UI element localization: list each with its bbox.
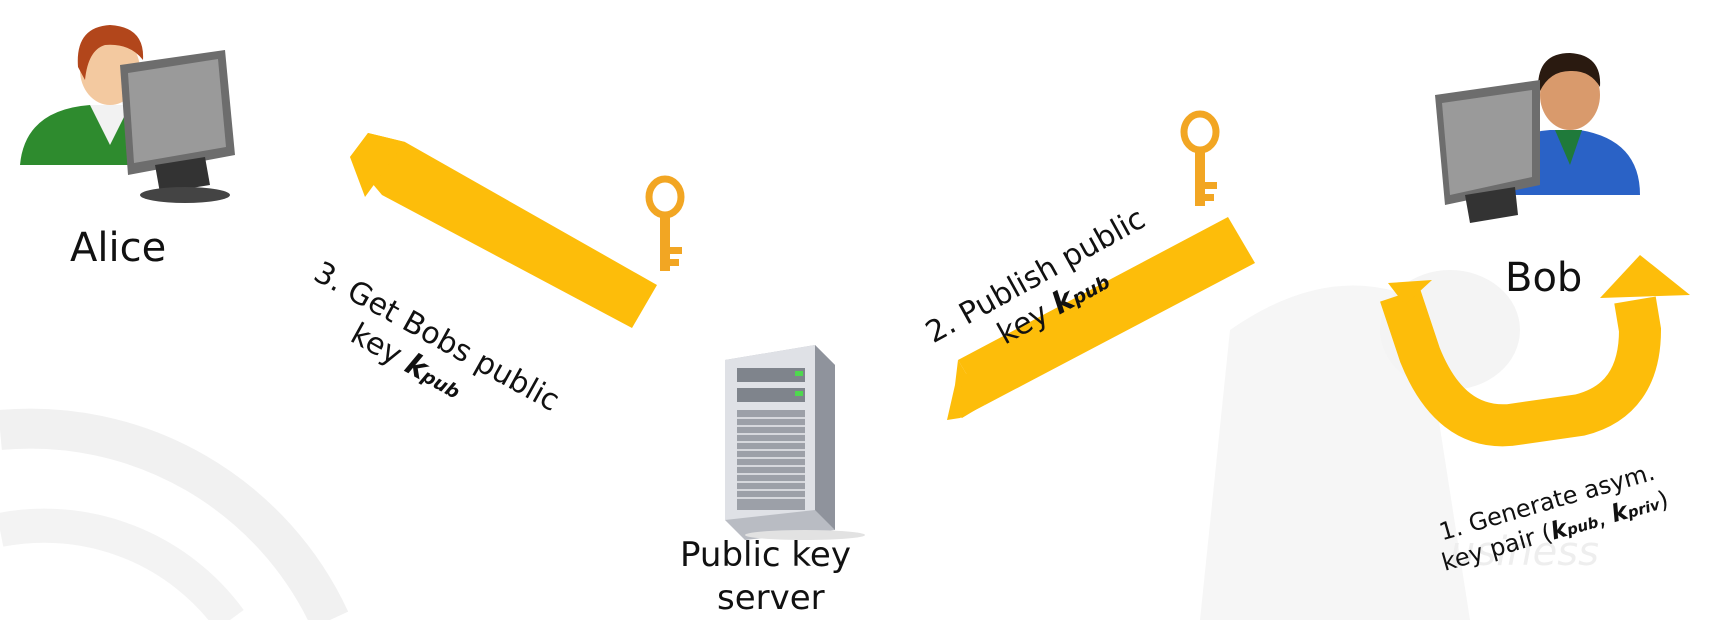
bob-user-computer-icon — [1435, 53, 1640, 223]
server-tower-icon — [725, 345, 865, 540]
server-label-line1: Public key — [680, 535, 851, 575]
server-label-line2: server — [717, 578, 825, 618]
bob-label: Bob — [1505, 255, 1583, 301]
svg-text:usiness: usiness — [1450, 529, 1599, 575]
key-icon-right — [1180, 110, 1220, 206]
alice-user-computer-icon — [20, 25, 235, 203]
alice-label: Alice — [70, 225, 167, 271]
key-icon-left — [645, 175, 685, 271]
